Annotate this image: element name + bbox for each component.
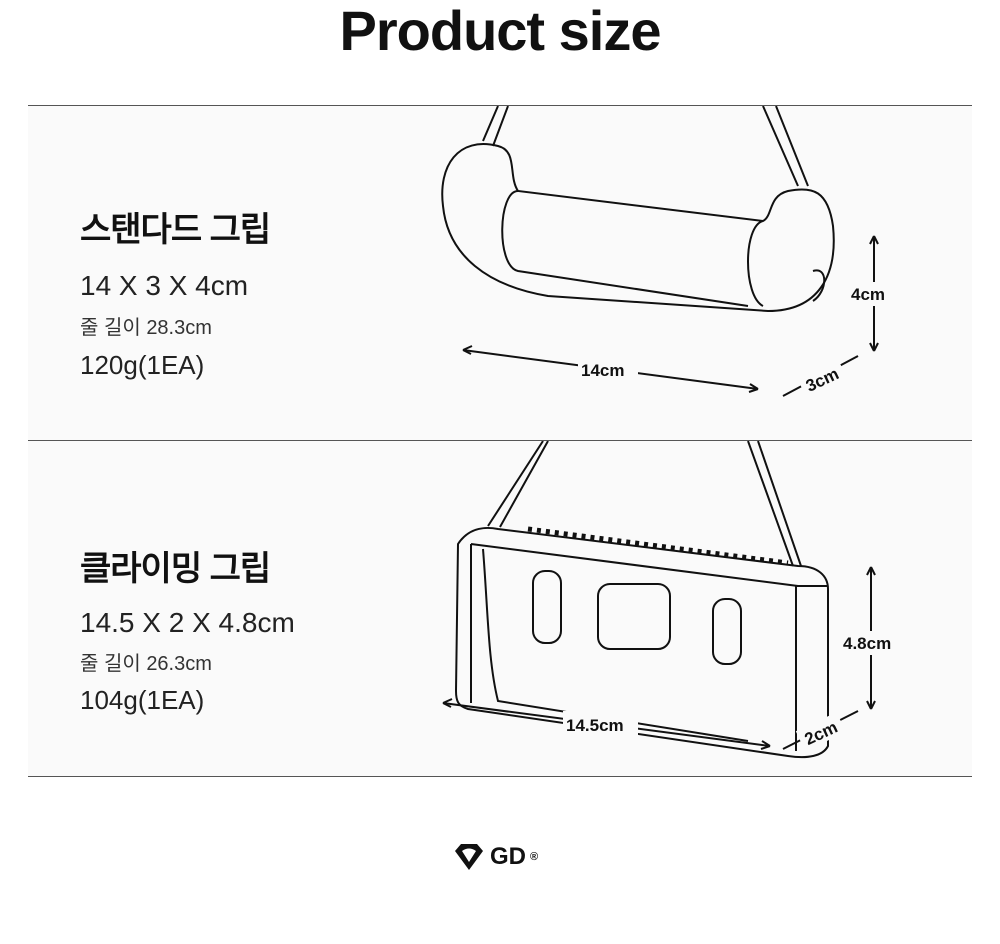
product-dimensions: 14.5 X 2 X 4.8cm [80,607,295,638]
climbing-grip-section: 클라이밍 그립 14.5 X 2 X 4.8cm 줄 길이 26.3cm 104… [28,440,972,777]
logo-text: GD [490,843,526,870]
page-title: Product size [339,0,662,62]
height-label: 4.8cm [843,634,891,653]
length-label: 14.5cm [566,716,624,735]
height-label: 4cm [851,285,885,304]
product-weight: 104g(1EA) [80,685,205,715]
product-dimensions: 14 X 3 X 4cm [80,270,249,301]
product-weight: 120g(1EA) [80,350,205,380]
climbing-grip-illustration: 14.5cm 4.8cm 2cm [442,441,909,759]
cord-length: 줄 길이 26.3cm [80,653,212,675]
standard-grip-illustration: 14cm 4cm 3cm [441,106,898,397]
product-name: 클라이밍 그립 [80,550,271,588]
depth-label: 2cm [802,717,841,749]
diamond-logo-icon [455,844,483,870]
registered-mark: ® [530,851,539,863]
brand-logo: GD ® [452,842,538,872]
cord-length: 줄 길이 28.3cm [80,317,212,339]
standard-grip-section: 스탠다드 그립 14 X 3 X 4cm 줄 길이 28.3cm 120g(1E… [28,105,972,440]
product-name: 스탠다드 그립 [80,211,271,249]
length-label: 14cm [581,361,624,380]
